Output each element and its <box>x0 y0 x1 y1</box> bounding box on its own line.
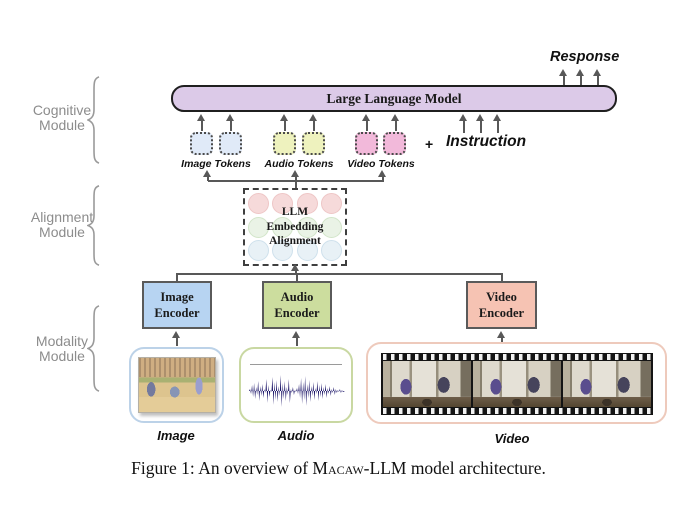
alignment-module-brace <box>87 185 101 266</box>
encoder-connector <box>296 273 298 282</box>
cognitive-module-label: Cognitive Module <box>18 102 106 134</box>
alignment-arrow <box>291 264 300 275</box>
module-label-line: Module <box>39 117 85 134</box>
token-arrow <box>309 114 318 131</box>
caption-prefix: Figure 1: An overview of <box>131 458 313 478</box>
response-arrow <box>593 69 602 85</box>
video-tokens-label: Video Tokens <box>347 158 415 170</box>
merge-arrow <box>291 170 300 181</box>
module-label-line: Cognitive <box>32 102 92 118</box>
token-arrow <box>391 114 400 131</box>
film-frame <box>383 361 471 407</box>
module-label-line: Module <box>39 348 85 365</box>
image-encoder-box: Image Encoder <box>142 281 212 329</box>
embedding-circle <box>248 240 269 261</box>
instruction-arrow <box>459 114 468 133</box>
token-arrow <box>362 114 371 131</box>
response-label: Response <box>550 49 620 65</box>
audio-encoder-box: Audio Encoder <box>262 281 332 329</box>
embedding-circle <box>272 193 294 214</box>
baseball-photo <box>138 357 216 413</box>
image-media-label: Image <box>157 428 195 443</box>
encoder-label-line: Encoder <box>478 306 525 320</box>
merge-arrow <box>378 170 387 181</box>
embedding-circle <box>272 216 294 238</box>
film-strip <box>381 353 653 415</box>
module-label-line: Module <box>39 224 85 241</box>
encoder-label-line: Audio <box>280 289 314 304</box>
embedding-circle-row <box>248 240 342 261</box>
caption-suffix: -LLM model architecture. <box>363 458 546 478</box>
embedding-circle <box>248 216 269 238</box>
video-token-box <box>383 132 406 155</box>
cognitive-module-brace <box>87 76 101 164</box>
embedding-circle <box>272 240 294 261</box>
video-media-label: Video <box>494 431 530 446</box>
figure-caption: Figure 1: An overview of Macaw-LLM model… <box>0 458 677 479</box>
film-frames <box>381 361 653 407</box>
embedding-circle <box>320 240 342 261</box>
caption-macaw: Macaw <box>312 458 364 478</box>
llm-bar-label: Large Language Model <box>326 90 462 106</box>
modality-module-label: Modality Module <box>18 333 106 365</box>
image-token-box <box>190 132 213 155</box>
audio-tokens-label: Audio Tokens <box>264 158 334 170</box>
image-token-box <box>219 132 242 155</box>
instruction-label: Instruction <box>446 133 527 150</box>
llm-bar: Large Language Model <box>171 85 617 112</box>
embedding-circle <box>296 193 318 214</box>
image-media-card <box>129 347 224 423</box>
audio-waveform <box>249 375 345 407</box>
alignment-box-label-line: Alignment <box>269 235 321 248</box>
encoder-label-line: Encoder <box>154 306 200 320</box>
embedding-circle <box>296 240 318 261</box>
plus-sign: + <box>425 136 434 152</box>
audio-token-box <box>302 132 325 155</box>
film-frame <box>563 361 651 407</box>
film-frame <box>473 361 561 407</box>
audio-token-box <box>273 132 296 155</box>
embedding-circle-row <box>248 193 342 214</box>
alignment-box-label: LLM Embedding Alignment <box>245 190 345 264</box>
encoder-connector <box>501 273 503 282</box>
response-arrow <box>576 69 585 85</box>
audio-media-card <box>239 347 353 423</box>
token-arrow <box>226 114 235 131</box>
media-arrow <box>172 331 181 346</box>
llm-embedding-alignment-box: LLM Embedding Alignment <box>243 188 347 266</box>
module-label-line: Alignment <box>30 209 94 225</box>
embedding-circle-row <box>248 216 342 238</box>
audio-media-label: Audio <box>277 428 315 443</box>
encoder-label-line: Encoder <box>274 306 320 320</box>
embedding-circle <box>320 216 342 238</box>
modality-module-brace <box>87 305 101 392</box>
embedding-circle <box>248 193 269 214</box>
instruction-arrow <box>493 114 502 133</box>
video-token-box <box>355 132 378 155</box>
token-arrow <box>280 114 289 131</box>
module-label-line: Modality <box>35 333 89 349</box>
media-arrow <box>292 331 301 346</box>
alignment-box-label-line: LLM <box>281 206 309 219</box>
video-media-card <box>366 342 667 424</box>
video-encoder-box: Video Encoder <box>466 281 537 329</box>
media-arrow <box>497 331 506 342</box>
response-arrow <box>559 69 568 85</box>
merge-arrow <box>203 170 212 181</box>
token-arrow <box>197 114 206 131</box>
audio-baseline <box>250 364 342 365</box>
embedding-circle <box>296 216 318 238</box>
film-sprocket-row <box>383 408 651 414</box>
encoder-trunk-line <box>176 273 503 275</box>
alignment-stem-line <box>295 181 297 189</box>
alignment-box-label-line: Embedding <box>266 220 324 233</box>
film-sprocket-row <box>383 354 651 360</box>
image-tokens-label: Image Tokens <box>181 158 251 170</box>
instruction-arrow <box>476 114 485 133</box>
encoder-label-line: Video <box>486 289 517 304</box>
alignment-module-label: Alignment Module <box>18 209 106 241</box>
encoder-connector <box>176 273 178 282</box>
embedding-circle <box>320 193 342 214</box>
encoder-label-line: Image <box>160 289 194 304</box>
